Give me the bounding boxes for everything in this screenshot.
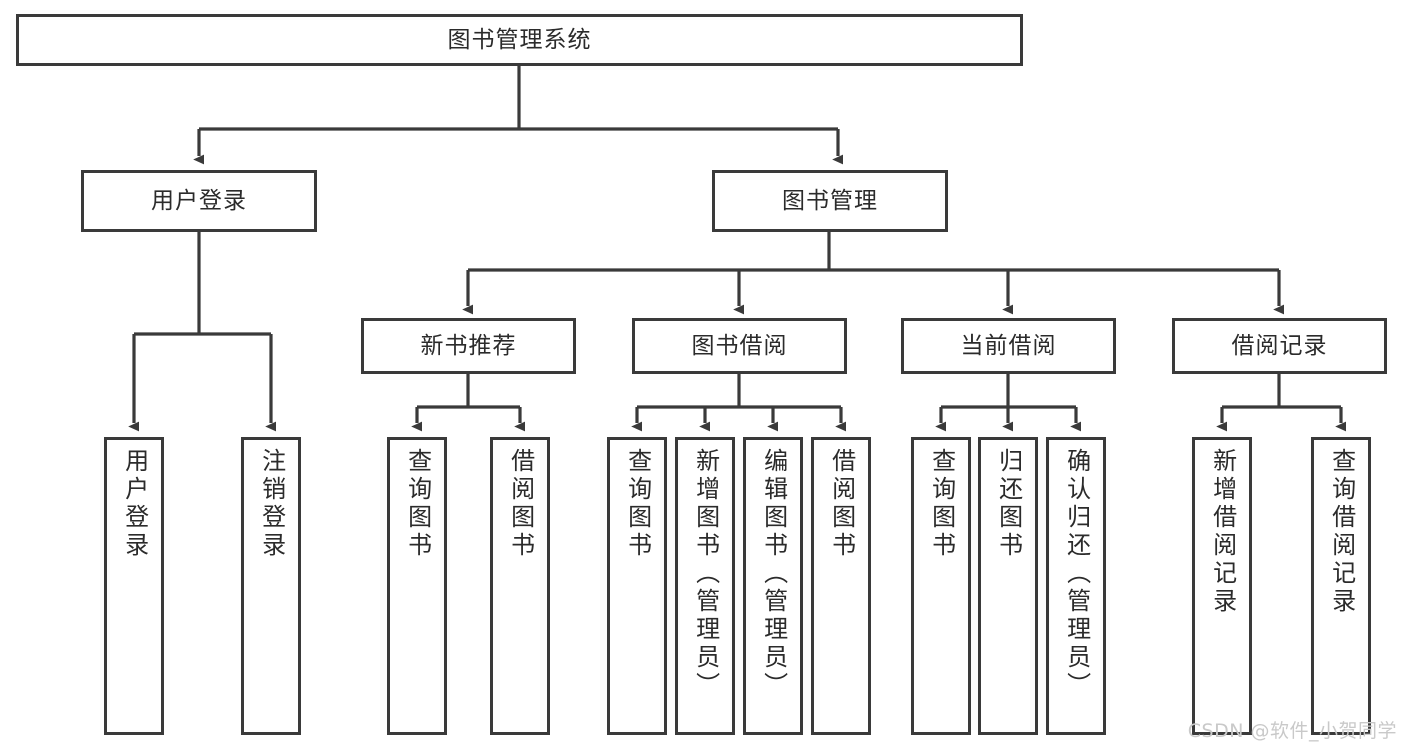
leaf-user-login-label: 用户登录 [120, 448, 149, 560]
leaf-query-borrow-record[interactable]: 查询借阅记录 [1311, 437, 1371, 735]
leaf-edit-book-admin[interactable]: 编辑图书（管理员） [743, 437, 803, 735]
leaf-borrow-book-2[interactable]: 借阅图书 [811, 437, 871, 735]
node-user-login[interactable]: 用户登录 [81, 170, 317, 232]
node-book-manage-label: 图书管理 [782, 187, 878, 214]
leaf-return-book[interactable]: 归还图书 [978, 437, 1038, 735]
node-current-borrow-label: 当前借阅 [960, 332, 1057, 359]
leaf-borrow-book-2-label: 借阅图书 [827, 448, 856, 560]
leaf-query-book-3-label: 查询图书 [927, 448, 956, 560]
leaf-add-borrow-record-label: 新增借阅记录 [1208, 448, 1237, 616]
leaf-query-book-1[interactable]: 查询图书 [387, 437, 447, 735]
leaf-add-borrow-record[interactable]: 新增借阅记录 [1192, 437, 1252, 735]
node-new-book-recommend-label: 新书推荐 [420, 332, 517, 359]
leaf-borrow-book-1[interactable]: 借阅图书 [490, 437, 550, 735]
leaf-add-book-admin[interactable]: 新增图书（管理员） [675, 437, 735, 735]
node-book-borrow[interactable]: 图书借阅 [632, 318, 847, 374]
leaf-query-book-2[interactable]: 查询图书 [607, 437, 667, 735]
leaf-confirm-return-admin-label: 确认归还（管理员） [1062, 448, 1091, 700]
leaf-confirm-return-admin[interactable]: 确认归还（管理员） [1046, 437, 1106, 735]
leaf-user-login[interactable]: 用户登录 [104, 437, 164, 735]
leaf-query-book-2-label: 查询图书 [623, 448, 652, 560]
leaf-query-book-3[interactable]: 查询图书 [911, 437, 971, 735]
node-root-label: 图书管理系统 [447, 26, 592, 53]
leaf-user-logout[interactable]: 注销登录 [241, 437, 301, 735]
leaf-edit-book-admin-label: 编辑图书（管理员） [759, 448, 788, 700]
node-book-borrow-label: 图书借阅 [691, 332, 788, 359]
node-user-login-label: 用户登录 [151, 187, 247, 214]
leaf-borrow-book-1-label: 借阅图书 [506, 448, 535, 560]
node-new-book-recommend[interactable]: 新书推荐 [361, 318, 576, 374]
leaf-query-borrow-record-label: 查询借阅记录 [1327, 448, 1356, 616]
node-root[interactable]: 图书管理系统 [16, 14, 1023, 66]
node-borrow-record-label: 借阅记录 [1231, 332, 1328, 359]
leaf-add-book-admin-label: 新增图书（管理员） [691, 448, 720, 700]
leaf-query-book-1-label: 查询图书 [403, 448, 432, 560]
leaf-return-book-label: 归还图书 [994, 448, 1023, 560]
csdn-watermark: CSDN @软件_小贺同学 [1187, 720, 1397, 742]
node-current-borrow[interactable]: 当前借阅 [901, 318, 1116, 374]
leaf-user-logout-label: 注销登录 [257, 448, 286, 560]
node-book-manage[interactable]: 图书管理 [712, 170, 948, 232]
node-borrow-record[interactable]: 借阅记录 [1172, 318, 1387, 374]
